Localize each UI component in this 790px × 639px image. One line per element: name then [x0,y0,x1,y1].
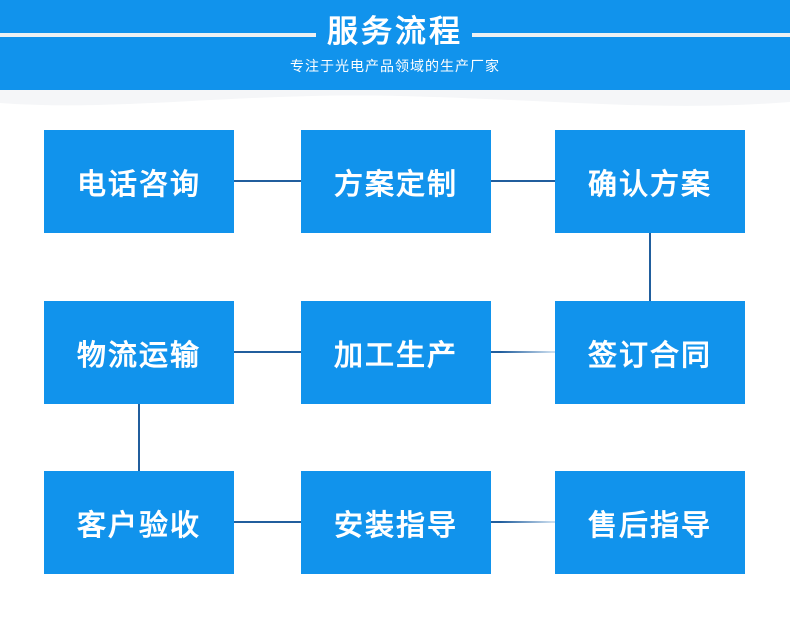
step-label: 售后指导 [587,509,712,542]
connector-logistics-to-production [234,351,301,353]
step-aftersale-guide: 售后指导 [555,471,745,574]
header-banner: 服务流程 专注于光电产品领域的生产厂家 [0,0,790,90]
connector-phone-to-plan [234,180,301,182]
step-label: 加工生产 [333,339,458,372]
step-production: 加工生产 [301,301,491,404]
connector-plan-to-confirm [491,180,555,182]
step-label: 确认方案 [587,168,712,201]
connector-production-to-contract [491,351,555,353]
step-acceptance: 客户验收 [44,471,234,574]
header-wave-decoration [0,90,790,118]
step-label: 安装指导 [333,509,458,542]
connector-confirm-to-contract [649,233,651,301]
step-install-guide: 安装指导 [301,471,491,574]
page-title: 服务流程 [327,14,463,49]
step-label: 客户验收 [76,509,201,542]
step-sign-contract: 签订合同 [555,301,745,404]
step-label: 电话咨询 [76,168,201,201]
step-plan-custom: 方案定制 [301,130,491,233]
header-divider-left [0,33,316,37]
connector-acceptance-to-install [234,521,301,523]
step-label: 方案定制 [333,168,458,201]
connector-install-to-aftersale [491,521,555,523]
step-label: 签订合同 [587,339,712,372]
connector-logistics-to-acceptance [138,404,140,471]
step-confirm-plan: 确认方案 [555,130,745,233]
page-subtitle: 专注于光电产品领域的生产厂家 [290,58,500,74]
step-phone-consult: 电话咨询 [44,130,234,233]
step-label: 物流运输 [76,339,201,372]
header-divider-right [472,33,790,37]
step-logistics: 物流运输 [44,301,234,404]
